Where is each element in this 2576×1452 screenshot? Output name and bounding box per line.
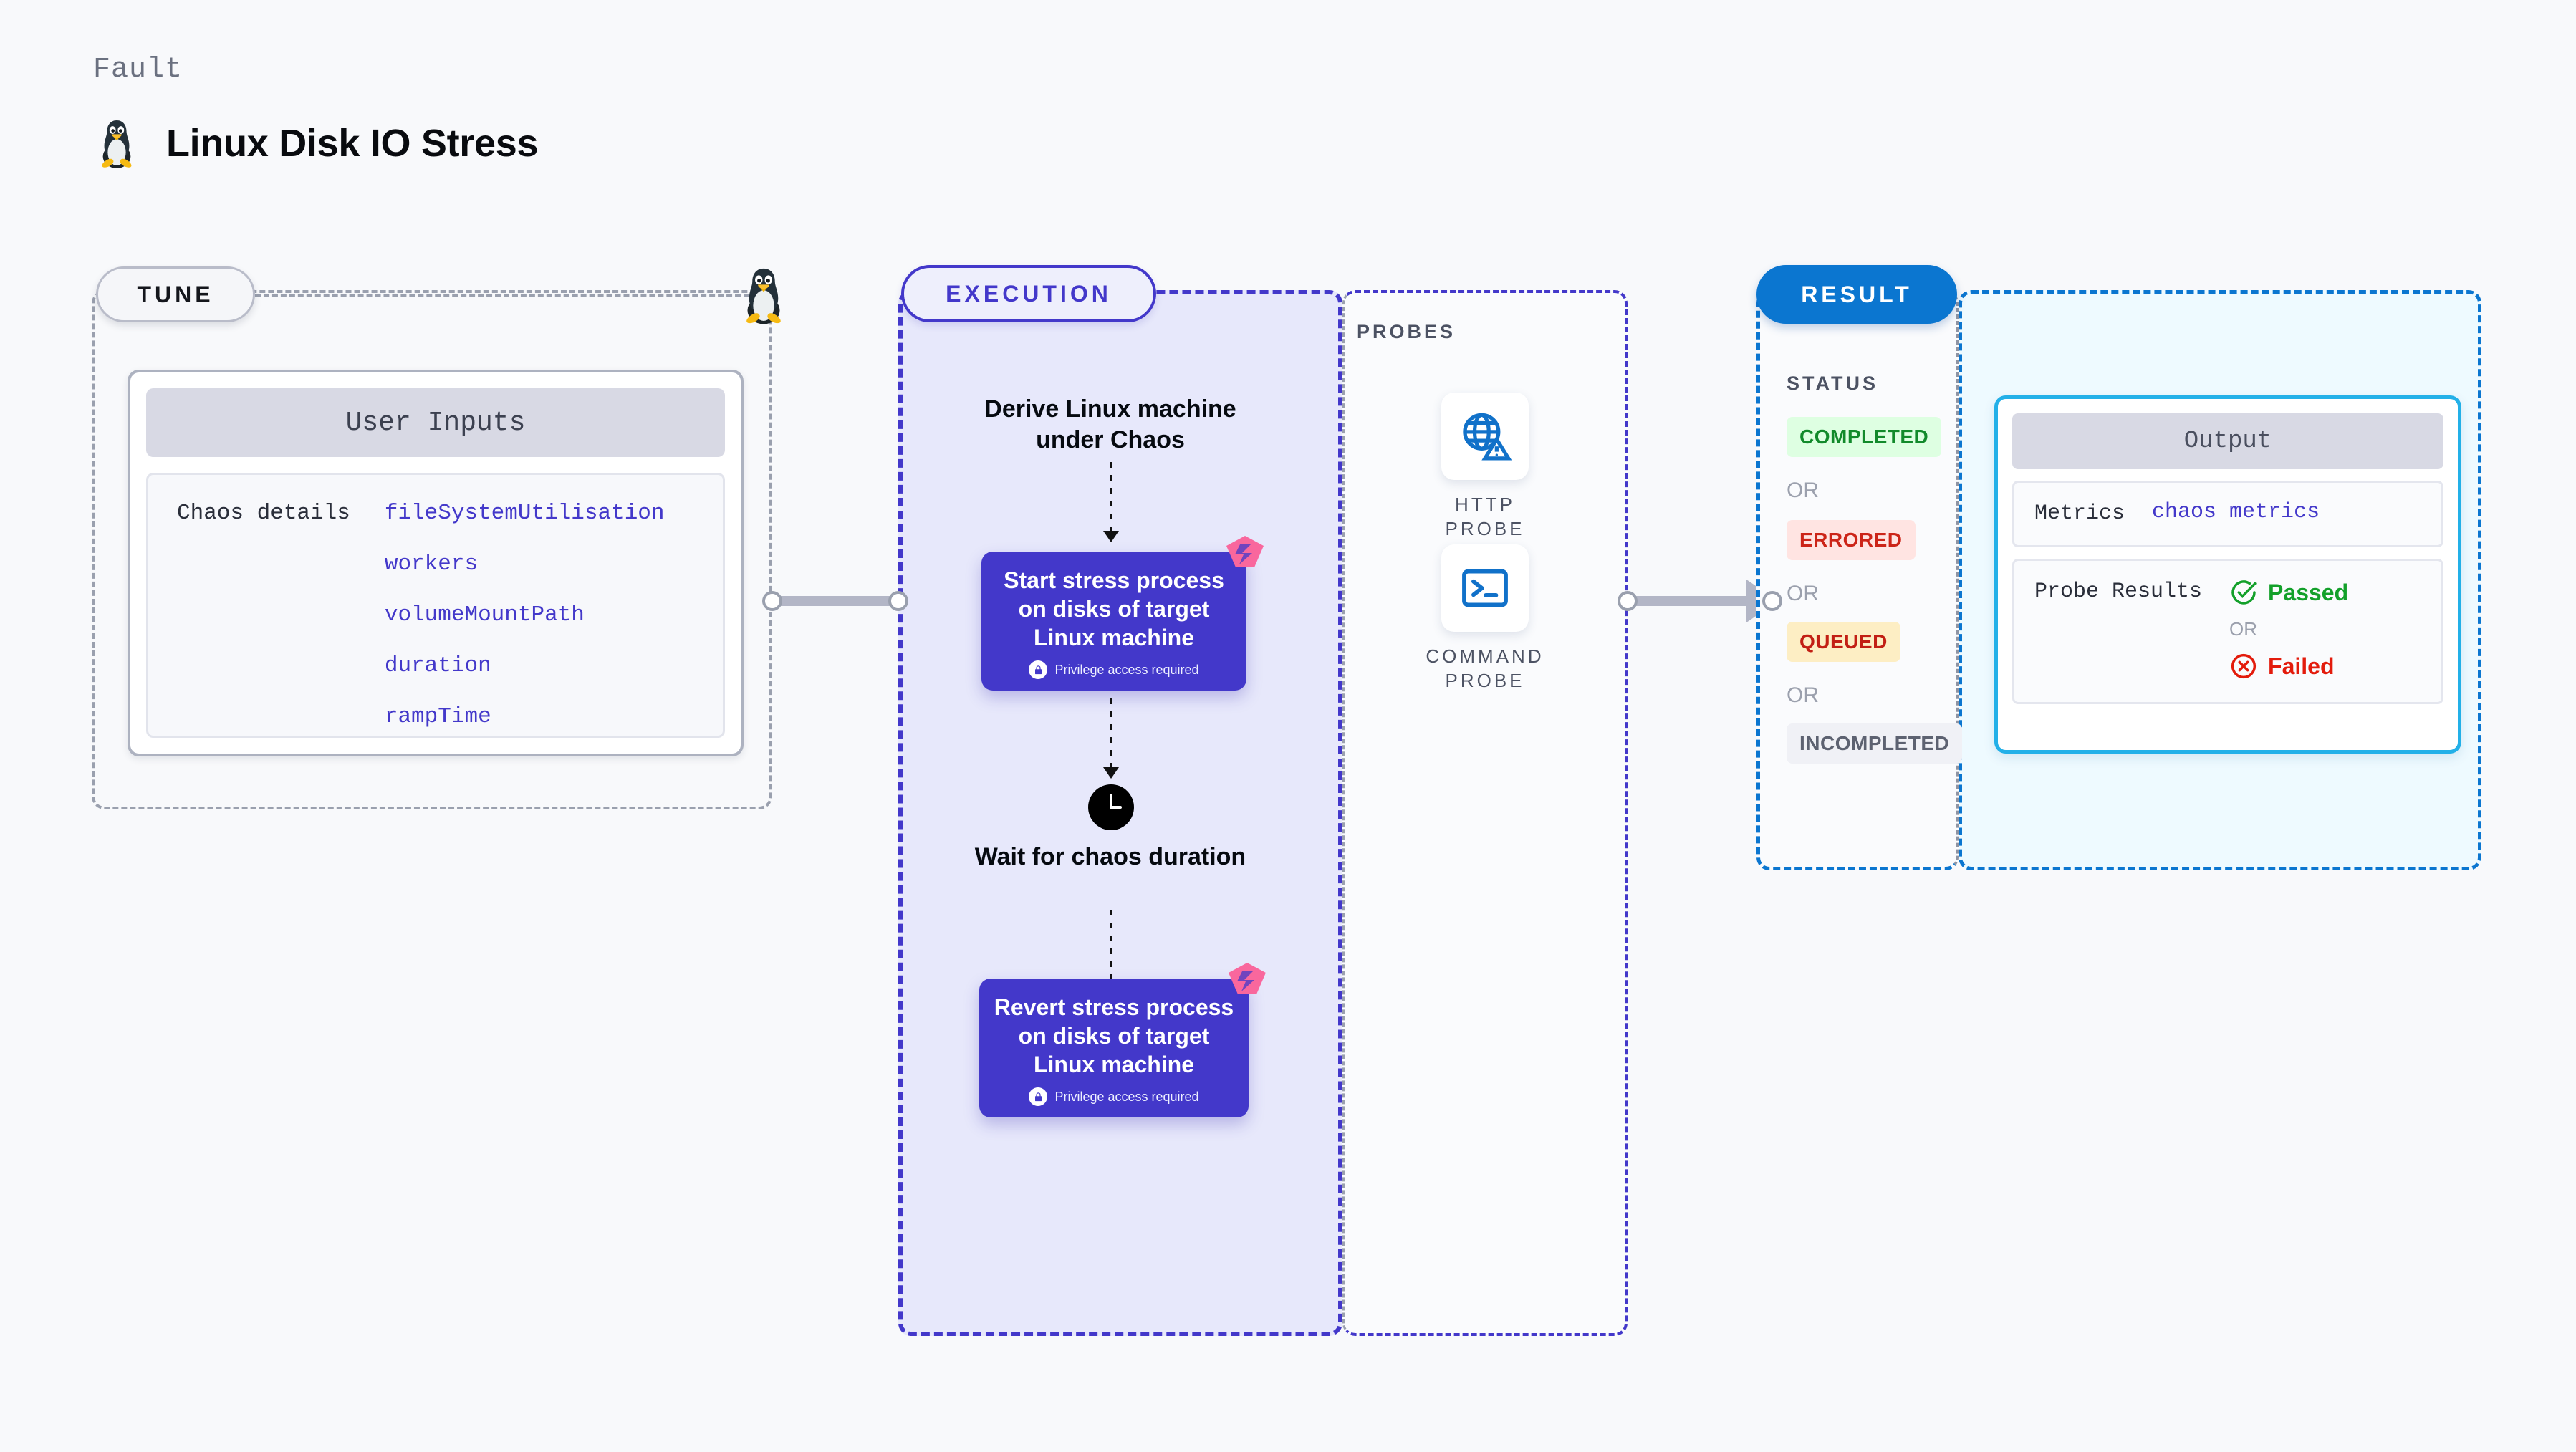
- list-item[interactable]: volumeMountPath: [384, 602, 585, 628]
- or-separator: OR: [1787, 683, 1819, 707]
- execution-step-3-box[interactable]: Revert stress process on disks of target…: [979, 963, 1266, 1117]
- x-circle-icon: [2231, 653, 2257, 679]
- probe-result-failed: Failed: [2229, 652, 2348, 681]
- output-card: Output Metrics chaos metrics Probe Resul…: [1994, 395, 2461, 754]
- status-section-label: STATUS: [1787, 372, 1878, 394]
- execution-step-2-label: Wait for chaos duration: [974, 843, 1246, 870]
- list-item[interactable]: workers: [384, 552, 479, 577]
- execution-step-3-label: Revert stress process on disks of target…: [994, 994, 1234, 1077]
- privilege-note-text: Privilege access required: [1054, 1089, 1199, 1104]
- flow-arrow: [1103, 910, 1119, 990]
- status-badge-completed: COMPLETED: [1787, 417, 1942, 457]
- check-circle-icon: [2231, 580, 2257, 605]
- output-metrics-row: Metrics chaos metrics: [2012, 481, 2443, 547]
- metrics-label: Metrics: [2034, 501, 2125, 526]
- lock-icon: [1029, 660, 1048, 679]
- execution-step-0-label: Derive Linux machine under Chaos: [984, 395, 1236, 453]
- connector-node: [888, 591, 908, 611]
- tune-panel: [92, 290, 772, 809]
- result-badge[interactable]: RESULT: [1756, 265, 1957, 324]
- privilege-note: Privilege access required: [994, 660, 1234, 679]
- list-item[interactable]: duration: [384, 653, 491, 678]
- probe-command[interactable]: COMMAND PROBE: [1413, 544, 1557, 693]
- clock-icon: [1088, 784, 1134, 830]
- privilege-note: Privilege access required: [992, 1087, 1236, 1106]
- status-badge-queued: QUEUED: [1787, 622, 1900, 662]
- flow-arrow: [1103, 462, 1119, 542]
- execution-badge[interactable]: EXECUTION: [901, 265, 1156, 322]
- flow-arrow: [1103, 698, 1119, 779]
- lock-icon: [1029, 1087, 1048, 1106]
- result-status-panel: [1756, 290, 1959, 870]
- litmus-logo-icon: [1229, 963, 1266, 994]
- probe-result-passed: Passed: [2229, 578, 2348, 607]
- output-card-title: Output: [2012, 413, 2443, 469]
- connector-tune-to-execution: [781, 580, 930, 622]
- probe-http[interactable]: HTTP PROBE: [1413, 393, 1557, 542]
- or-separator: OR: [2229, 618, 2258, 640]
- connector-execution-to-result: [1636, 580, 1778, 622]
- execution-step-1-label: Start stress process on disks of target …: [1004, 567, 1224, 650]
- tux-penguin-icon: [746, 268, 781, 324]
- page-title-text: Linux Disk IO Stress: [166, 122, 539, 165]
- execution-step-1-box[interactable]: Start stress process on disks of target …: [981, 536, 1264, 691]
- probe-results-label: Probe Results: [2034, 580, 2203, 604]
- probe-results-values: Passed OR Failed: [2229, 578, 2348, 681]
- fault-kind-label: Fault: [93, 54, 183, 86]
- chaos-parameter-list: fileSystemUtilisation workers volumeMoun…: [385, 501, 665, 736]
- tux-penguin-icon: [102, 120, 132, 168]
- probe-command-label: COMMAND PROBE: [1426, 645, 1544, 691]
- user-inputs-body: Chaos details fileSystemUtilisation work…: [146, 473, 725, 738]
- list-item[interactable]: rampTime: [384, 704, 491, 729]
- connector-node: [762, 591, 782, 611]
- tune-badge[interactable]: TUNE: [96, 266, 255, 322]
- list-item[interactable]: fileSystemUtilisation: [384, 501, 665, 526]
- or-separator: OR: [1787, 582, 1819, 605]
- output-probe-results-row: Probe Results Passed OR Faile: [2012, 559, 2443, 704]
- litmus-logo-icon: [1226, 536, 1264, 567]
- probe-result-failed-label: Failed: [2268, 653, 2335, 679]
- globe-warning-icon: [1441, 393, 1529, 480]
- metrics-value[interactable]: chaos metrics: [2152, 500, 2320, 524]
- probes-section-label: PROBES: [1357, 321, 1456, 342]
- or-separator: OR: [1787, 479, 1819, 502]
- user-inputs-title: User Inputs: [146, 388, 725, 457]
- chaos-details-label: Chaos details: [177, 501, 350, 526]
- tune-badge-connector: [255, 294, 749, 297]
- user-inputs-card: User Inputs Chaos details fileSystemUtil…: [128, 370, 744, 756]
- connector-node: [1618, 591, 1638, 611]
- connector-node: [1762, 591, 1782, 611]
- terminal-icon: [1441, 544, 1529, 632]
- probe-result-passed-label: Passed: [2268, 579, 2349, 605]
- status-badge-errored: ERRORED: [1787, 520, 1916, 560]
- probe-http-label: HTTP PROBE: [1445, 494, 1525, 539]
- privilege-note-text: Privilege access required: [1054, 662, 1199, 677]
- page-title: Linux Disk IO Stress: [95, 116, 538, 170]
- status-badge-incompleted: INCOMPLETED: [1787, 723, 1963, 764]
